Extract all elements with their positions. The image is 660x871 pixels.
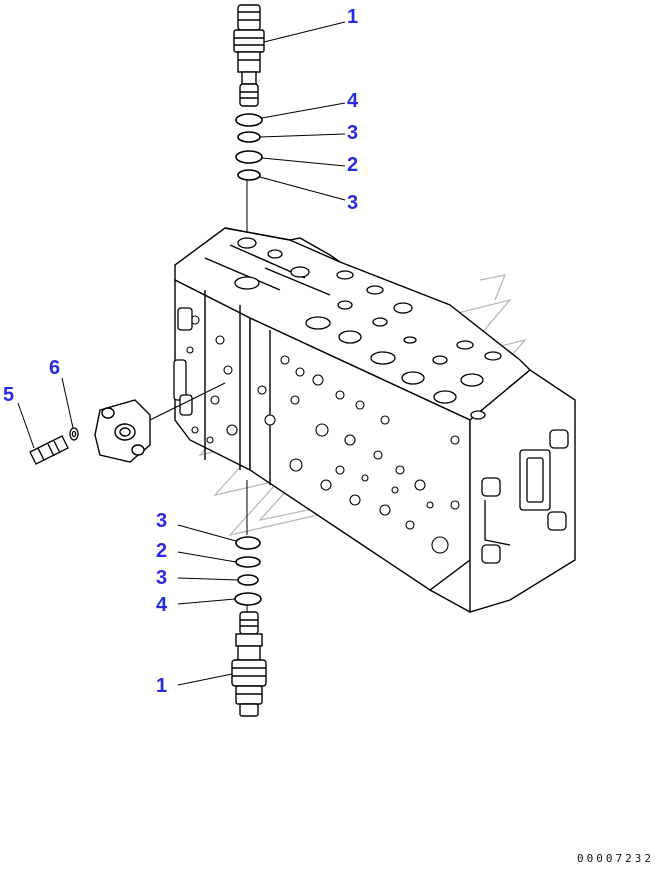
callout-bottom-valve: 1 [156,675,168,697]
callout-bolt: 5 [3,384,15,406]
bolt [29,435,69,465]
callout-bottom-backup-ring: 4 [156,594,168,616]
top-seal-rings [235,113,263,181]
document-code: 00007232 [577,852,654,865]
callout-bottom-oring-a: 3 [156,510,168,532]
bottom-seal-rings [234,536,262,606]
callout-top-oring-c: 3 [347,192,359,214]
front-bolt-holes [186,315,460,554]
callout-top-oring-b: 2 [347,154,359,176]
callout-bottom-oring-c: 3 [156,567,168,589]
callout-top-oring-a: 3 [347,122,359,144]
callout-bottom-oring-b: 2 [156,540,168,562]
leader-lines [17,21,346,686]
side-cover [94,399,151,463]
callout-top-backup-ring: 4 [347,90,359,112]
washer [69,427,79,441]
bottom-relief-valve [231,611,267,717]
left-end-details [173,307,193,416]
callout-top-valve: 1 [347,6,359,28]
top-relief-valve [233,4,265,107]
top-ports [234,237,502,420]
end-cap-details [481,429,569,564]
callout-washer: 6 [49,357,61,379]
